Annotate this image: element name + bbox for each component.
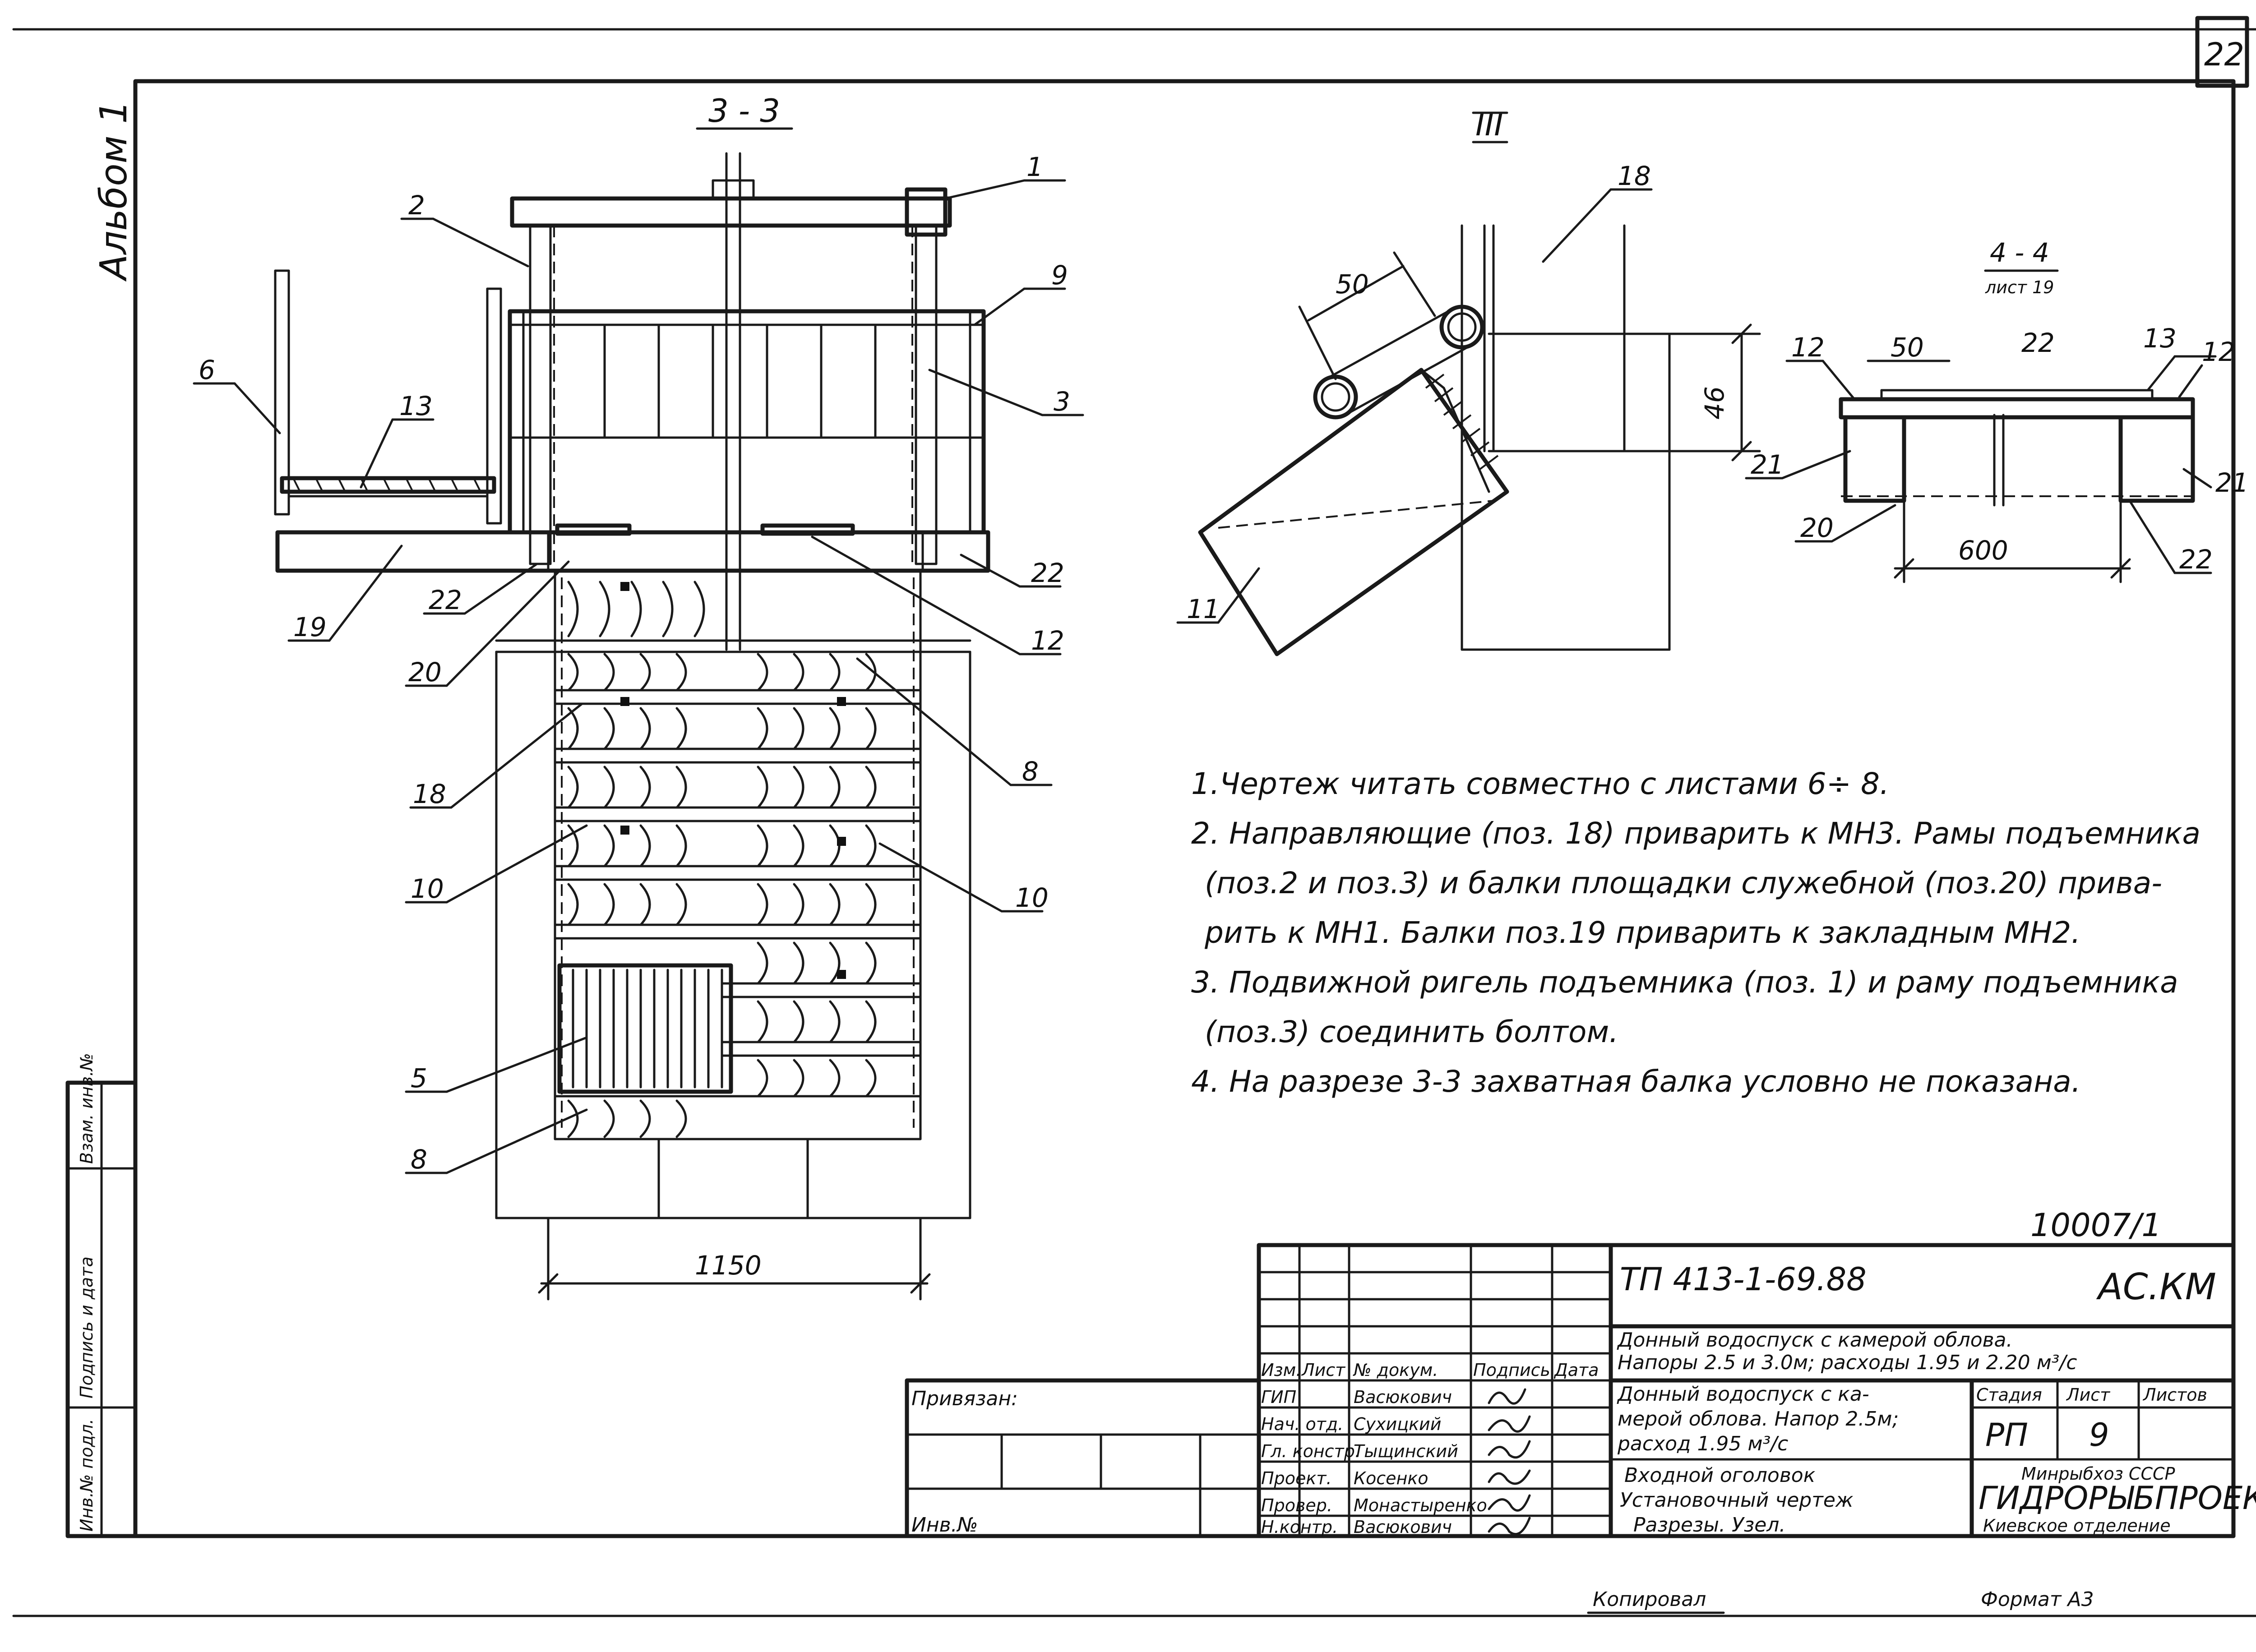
role-1: ГИП: [1261, 1387, 1296, 1407]
sheet-title-3: расход 1.95 м³/с: [1617, 1432, 1788, 1455]
role-2: Нач. отд.: [1261, 1414, 1343, 1434]
sheet-header: Лист: [2066, 1385, 2111, 1405]
callout-11-left: 10: [411, 873, 444, 904]
header-signature: Подпись: [1473, 1360, 1550, 1380]
callout-10-lower: 8: [411, 1144, 427, 1175]
content-3: Разрезы. Узел.: [1633, 1514, 1785, 1537]
callout-13-section: 13: [2143, 323, 2177, 354]
callout-20: 20: [408, 657, 442, 688]
callout-14: 13: [399, 391, 433, 421]
note-1: 1.Чертеж читать совместно с листами 6÷ 8…: [1191, 766, 1889, 801]
sheet-title-1: Донный водоспуск с ка-: [1617, 1383, 1869, 1406]
header-list: Лист: [1301, 1360, 1346, 1380]
note-2b: (поз.2 и поз.3) и балки площадки служебн…: [1205, 866, 2162, 900]
content-1: Входной оголовок: [1624, 1464, 1816, 1487]
header-date: Дата: [1553, 1360, 1599, 1380]
callout-21-left: 21: [1751, 449, 1784, 480]
callout-20-section: 20: [1800, 512, 1834, 543]
dim-50-node: 50: [1336, 269, 1369, 300]
content-2: Установочный чертеж: [1620, 1489, 1854, 1512]
stage-value: РП: [1985, 1417, 2028, 1454]
note-3b: (поз.3) соединить болтом.: [1205, 1015, 1618, 1049]
drawing-mark: АС.КМ: [2096, 1266, 2216, 1308]
name-5: Монастыренко: [1354, 1495, 1487, 1515]
section-4-4-title: 4 - 4: [1990, 237, 2049, 268]
note-2a: 2. Направляющие (поз. 18) приварить к МН…: [1191, 816, 2201, 851]
callout-9: 6: [199, 355, 215, 385]
name-4: Косенко: [1354, 1468, 1428, 1488]
dim-46: 46: [1699, 386, 1730, 420]
note-4: 4. На разрезе 3-3 захватная балка условн…: [1191, 1064, 2081, 1099]
drawing-number: 10007/1: [2030, 1207, 2162, 1244]
callout-13: 12: [1031, 625, 1064, 656]
callout-21-right: 21: [2215, 467, 2249, 498]
sheet-value: 9: [2089, 1417, 2109, 1454]
callout-22-right: 22: [1031, 558, 1064, 588]
section-4-4: 4 - 4 лист 19 50 600 12 13 12: [1745, 237, 2249, 583]
dim-1150: 1150: [695, 1250, 762, 1281]
header-izm: Изм.: [1261, 1360, 1301, 1380]
note-3a: 3. Подвижной ригель подъемника (поз. 1) …: [1191, 965, 2178, 1000]
callout-2: 2: [408, 190, 425, 221]
left-approval-strip: Инв.№ подл. Подпись и дата Взам. инв.№: [65, 1053, 138, 1538]
role-5: Провер.: [1261, 1495, 1332, 1515]
bound-label: Привязан:: [911, 1387, 1018, 1410]
callout-1: 1: [1026, 152, 1043, 182]
project-title-1: Донный водоспуск с камерой облова.: [1617, 1329, 2013, 1352]
callout-12-left: 12: [1791, 332, 1825, 363]
node-III-title: III: [1475, 106, 1503, 143]
section-3-3: 3 - 3: [193, 92, 1084, 1301]
callout-8: 9: [1051, 260, 1068, 291]
footer-format: Формат А3: [1981, 1588, 2094, 1611]
callout-22-section-top: 22: [2021, 328, 2055, 358]
general-notes: 1.Чертеж читать совместно с листами 6÷ 8…: [1191, 766, 2201, 1099]
note-2c: рить к МН1. Балки поз.19 приварить к зак…: [1204, 915, 2080, 950]
strip-signature-date: Подпись и дата: [77, 1256, 97, 1398]
drawing-code: ТП 413-1-69.88: [1620, 1261, 1867, 1298]
strip-replacement-inv: Взам. инв.№: [77, 1053, 97, 1164]
org-ministry: Минрыбхоз СССР: [2021, 1464, 2175, 1484]
stage-header: Стадия: [1976, 1385, 2042, 1405]
role-6: Н.контр.: [1261, 1517, 1338, 1537]
callout-5: 5: [411, 1063, 427, 1094]
dim-600: 600: [1958, 535, 2008, 566]
name-6: Васюкович: [1354, 1517, 1452, 1537]
strip-inv-original: Инв.№ подл.: [77, 1419, 97, 1532]
inv-label: Инв.№: [911, 1514, 978, 1537]
callout-22-left: 22: [429, 585, 462, 615]
org-branch: Киевское отделение: [1983, 1516, 2171, 1536]
header-doc: № докум.: [1353, 1360, 1438, 1380]
callout-18: 18: [413, 779, 446, 809]
sheet-corner-number: 22: [2204, 36, 2244, 73]
callout-22-section: 22: [2179, 544, 2213, 575]
role-4: Проект.: [1261, 1468, 1332, 1488]
sheets-header: Листов: [2142, 1385, 2207, 1405]
callout-3: 3: [1054, 386, 1070, 417]
signatures: [1488, 1388, 1531, 1536]
project-title-2: Напоры 2.5 и 3.0м; расходы 1.95 и 2.20 м…: [1618, 1351, 2077, 1374]
name-3: Тыщинский: [1354, 1441, 1458, 1461]
section-3-3-title: 3 - 3: [708, 92, 780, 129]
title-block: 10007/1: [905, 1207, 2256, 1538]
org-name: ГИДРОРЫБПРОЕКТ: [1979, 1480, 2256, 1517]
callout-19: 19: [293, 612, 327, 642]
callout-18-node: 18: [1618, 161, 1651, 191]
callout-12-right: 12: [2202, 337, 2235, 367]
album-label: Альбом 1: [92, 100, 135, 282]
callout-10-upper: 8: [1022, 756, 1039, 787]
node-III: III 46: [1176, 106, 1761, 656]
callout-11-right: 10: [1015, 882, 1049, 913]
section-4-4-subtitle: лист 19: [1985, 277, 2054, 297]
callout-6: 11: [1187, 594, 1220, 624]
name-1: Васюкович: [1354, 1387, 1452, 1407]
sheet-title-2: мерой облова. Напор 2.5м;: [1618, 1407, 1899, 1431]
footer-copied: Копировал: [1593, 1588, 1706, 1611]
dim-50-section: 50: [1891, 332, 1924, 363]
name-2: Сухицкий: [1354, 1414, 1441, 1434]
role-3: Гл. констр.: [1261, 1441, 1360, 1461]
